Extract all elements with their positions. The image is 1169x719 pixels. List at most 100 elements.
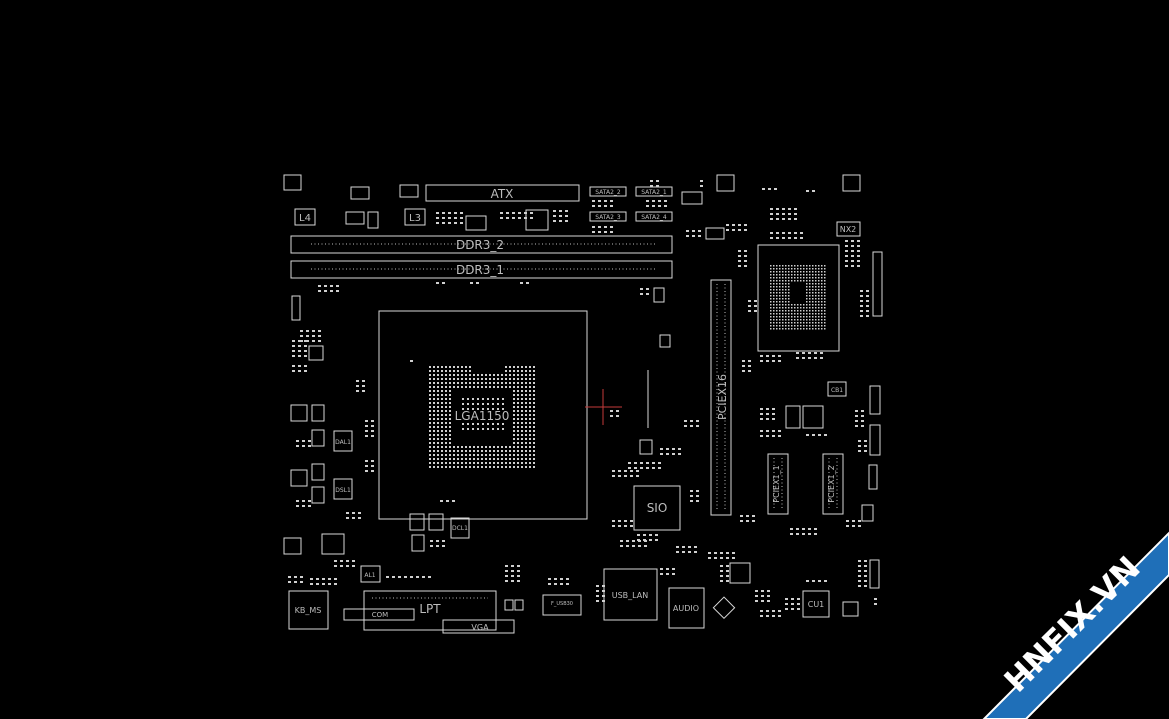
passive-pad [371, 420, 374, 422]
passive-pad [442, 212, 445, 214]
cpu-pin [525, 434, 527, 436]
cpu-pin [525, 394, 527, 396]
passive-pad [328, 578, 331, 580]
passive-pad [846, 525, 849, 527]
passive-pad [610, 410, 613, 412]
pch-ball [791, 319, 793, 321]
pch-ball [815, 310, 817, 312]
pch-ball [782, 328, 784, 330]
cpu-pin [437, 462, 439, 464]
cpu-pin [533, 446, 535, 448]
cpu-pin [533, 442, 535, 444]
cpu-pin [437, 422, 439, 424]
dal1-part [333, 430, 353, 452]
cpu-pin [485, 374, 487, 376]
cpu-pin [477, 466, 479, 468]
passive-pad [760, 418, 763, 420]
passive-pad [460, 212, 463, 214]
cpu-pin [517, 398, 519, 400]
passive-pad [430, 545, 433, 547]
passive-pad [774, 188, 777, 190]
small-ic [465, 215, 487, 231]
passive-pad [851, 260, 854, 262]
pch-ball [773, 316, 775, 318]
pch-ball [794, 277, 796, 279]
passive-pad [772, 418, 775, 420]
pch-ball [803, 280, 805, 282]
small-ic [525, 209, 549, 231]
cpu-pin [441, 402, 443, 404]
pch-ball [773, 292, 775, 294]
cpu-pin [501, 378, 503, 380]
pch-ball [773, 289, 775, 291]
cpu-pin [513, 390, 515, 392]
pch-ball [776, 289, 778, 291]
passive-pad [800, 237, 803, 239]
cpu-pin [533, 466, 535, 468]
passive-pad [476, 282, 479, 284]
passive-pad [732, 552, 735, 554]
passive-pad [598, 231, 601, 233]
passive-pad [696, 425, 699, 427]
passive-pad [744, 224, 747, 226]
passive-pad [352, 560, 355, 562]
cpu-pin [525, 442, 527, 444]
pch-ball [794, 307, 796, 309]
cpu-pin [529, 414, 531, 416]
small-ic [639, 439, 653, 455]
passive-pad [371, 430, 374, 432]
pch-ball [770, 283, 772, 285]
passive-pad [858, 445, 861, 447]
cpu-pin [449, 414, 451, 416]
pch-ball [809, 295, 811, 297]
pch-ball [806, 304, 808, 306]
cpu-pin [497, 450, 499, 452]
cpu-pin [441, 454, 443, 456]
passive-pad [371, 460, 374, 462]
passive-pad [664, 205, 667, 207]
cb1-label: CB1 [831, 387, 843, 394]
pciex16-label: PCIEX16 [716, 374, 729, 420]
pch-ball [824, 304, 826, 306]
passive-pad [857, 245, 860, 247]
cpu-pin [513, 422, 515, 424]
small-ic [345, 211, 365, 225]
passive-pad [770, 232, 773, 234]
pch-ball [815, 277, 817, 279]
cpu-pin [529, 402, 531, 404]
cpu-pin [437, 398, 439, 400]
passive-pad [796, 528, 799, 530]
pch-ball [770, 307, 772, 309]
passive-pad [761, 600, 764, 602]
passive-pad [602, 600, 605, 602]
passive-pad [592, 231, 595, 233]
cpu-pin [501, 458, 503, 460]
passive-pad [760, 430, 763, 432]
cpu-pin [489, 458, 491, 460]
cpu-pin [502, 423, 504, 425]
cpu-pin [445, 462, 447, 464]
passive-pad [517, 575, 520, 577]
passive-pad [371, 425, 374, 427]
pch-ball [770, 274, 772, 276]
pch-ball [779, 319, 781, 321]
pch-ball [779, 277, 781, 279]
cpu-pin [481, 450, 483, 452]
passive-pad [726, 580, 729, 582]
passive-pad [318, 285, 321, 287]
pch-ball [821, 316, 823, 318]
passive-pad [626, 540, 629, 542]
passive-pad [302, 445, 305, 447]
pch-ball [785, 286, 787, 288]
cpu-pin [497, 382, 499, 384]
cpu-pin [467, 428, 469, 430]
cpu-pin [489, 446, 491, 448]
passive-pad [548, 578, 551, 580]
cpu-pin [437, 458, 439, 460]
pch-ball [794, 271, 796, 273]
passive-pad [660, 568, 663, 570]
cpu-pin [509, 446, 511, 448]
pch-ball [824, 274, 826, 276]
passive-pad [776, 218, 779, 220]
pch-ball [788, 307, 790, 309]
